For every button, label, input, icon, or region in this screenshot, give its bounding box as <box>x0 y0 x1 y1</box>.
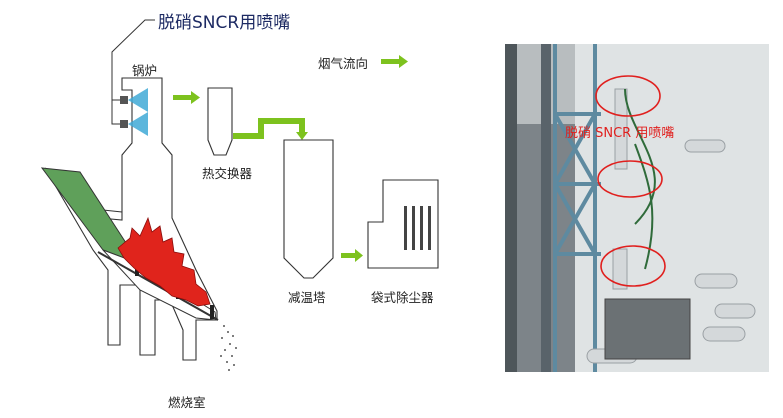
photo-illustration <box>505 44 769 372</box>
label-flue-gas-flow: 烟气流向 <box>318 56 369 71</box>
grate-line <box>97 251 219 321</box>
sncr-nozzle-photo <box>505 44 769 372</box>
label-combustion-chamber: 燃烧室 <box>168 395 206 410</box>
heat-exchanger <box>207 87 233 156</box>
sncr-nozzle-lower <box>120 112 148 136</box>
cooling-tower <box>283 139 334 279</box>
flame <box>117 216 211 307</box>
label-heat-exchanger: 热交换器 <box>202 166 253 181</box>
arrow-to-bag-filter <box>341 249 363 262</box>
label-boiler: 锅炉 <box>132 63 158 78</box>
photo-caption: 脱硝 SNCR 用喷嘴 <box>565 126 675 141</box>
sncr-nozzle-upper <box>120 88 148 112</box>
flue-gas-legend-arrow <box>381 55 408 68</box>
label-bag-filter: 袋式除尘器 <box>371 290 434 305</box>
label-cooling-tower: 减温塔 <box>288 290 326 305</box>
boiler-outline <box>44 77 218 361</box>
bag-filter <box>367 179 439 269</box>
arrow-to-heat-exchanger <box>173 91 200 104</box>
diagram-title: 脱硝SNCR用喷嘴 <box>158 13 291 33</box>
ash-particles <box>220 325 237 371</box>
pipe-to-cooling-tower <box>233 118 308 140</box>
